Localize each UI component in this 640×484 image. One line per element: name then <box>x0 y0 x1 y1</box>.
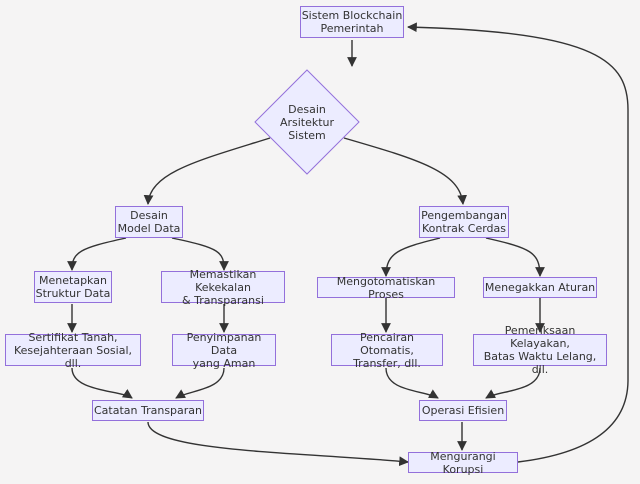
node-menegakkan-aturan: Menegakkan Aturan <box>483 277 597 298</box>
node-sertifikat: Sertifikat Tanah, Kesejahteraan Sosial, … <box>5 331 141 370</box>
node-mengurangi-korupsi: Mengurangi Korupsi <box>408 450 518 476</box>
edge-desain-to-model <box>143 137 271 205</box>
edge-desain-to-kontrak <box>343 137 468 205</box>
node-sistem-blockchain: Sistem Blockchain Pemerintah <box>300 6 404 38</box>
edge-catatan-to-korupsi <box>147 421 409 467</box>
node-desain-arsitektur: Desain Arsitektur Sistem <box>279 102 335 142</box>
desain-arsitektur-diamond <box>254 69 360 175</box>
node-pencairan: Pencairan Otomatis, Transfer, dll. <box>331 331 443 370</box>
edge-model-to-struktur <box>67 237 127 271</box>
node-mengotomatiskan: Mengotomatiskan Proses <box>317 275 455 301</box>
edge-pencairan-to-efisien <box>385 367 439 399</box>
node-desain-model-data: Desain Model Data <box>115 206 183 238</box>
node-catatan-transparan: Catatan Transparan <box>92 400 204 421</box>
node-operasi-efisien: Operasi Efisien <box>419 400 507 421</box>
edge-sertifikat-to-catatan <box>71 367 133 399</box>
edge-penyimpanan-to-catatan <box>175 367 225 399</box>
node-pemeriksaan: Pemeriksaan Kelayakan, Batas Waktu Lelan… <box>473 324 607 376</box>
node-penyimpanan: Penyimpanan Data yang Aman <box>172 331 276 370</box>
edge-pemeriksaan-to-efisien <box>485 367 541 399</box>
node-struktur-data: Menetapkan Struktur Data <box>34 271 112 303</box>
edge-kontrak-to-aturan <box>485 237 545 277</box>
edge-kontrak-to-otomatis <box>381 237 441 277</box>
edge-model-to-kekekalan <box>171 237 229 271</box>
node-kekekalan: Memastikan Kekekalan & Transparansi <box>161 268 285 307</box>
node-kontrak-cerdas: Pengembangan Kontrak Cerdas <box>419 206 509 238</box>
edge-korupsi-to-sistem <box>407 22 629 463</box>
